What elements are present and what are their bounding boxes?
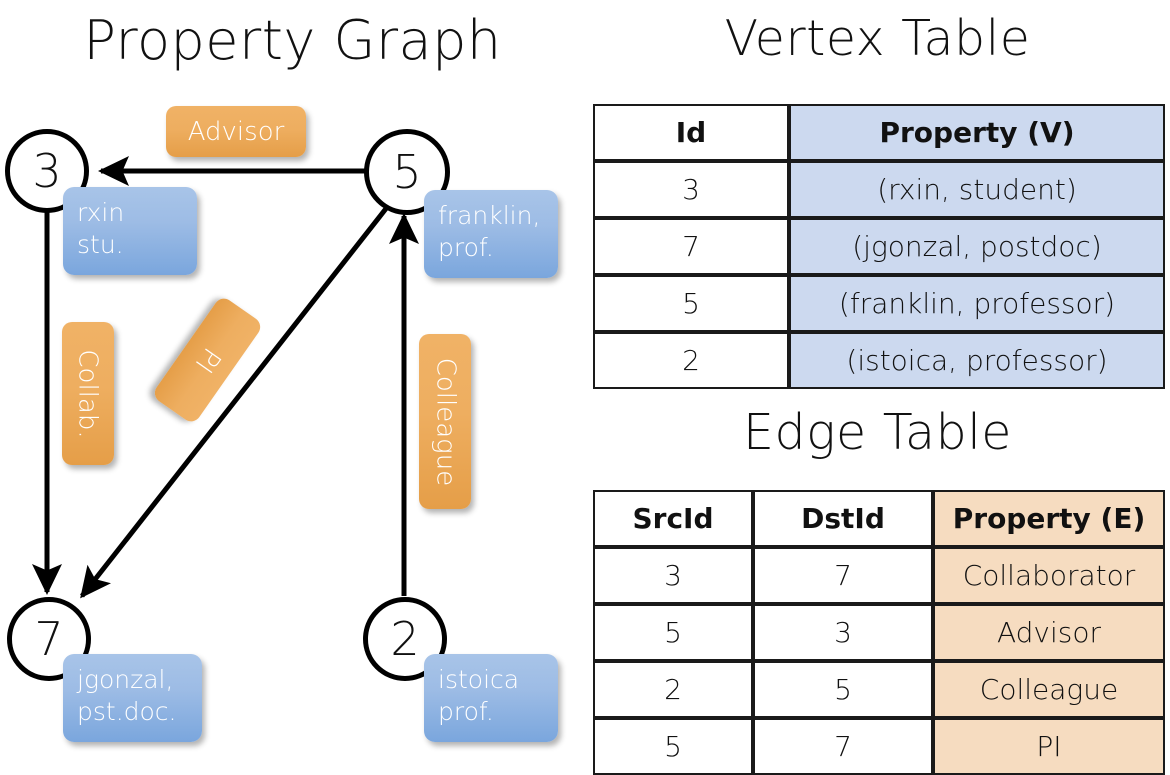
- edge-table-header-srcid: SrcId: [593, 490, 753, 547]
- edge-label-pi-text: PI: [188, 341, 227, 379]
- vertex-row-3-property: (istoica, professor): [789, 332, 1165, 389]
- page-title-property-graph: Property Graph: [83, 9, 502, 72]
- vertex-row-1-id: 7: [593, 218, 789, 275]
- edge-row-1-property: Advisor: [933, 604, 1165, 661]
- vertex-row-2-property: (franklin, professor): [789, 275, 1165, 332]
- graph-edge-arrows: [32, 156, 419, 599]
- edge-row-1-src: 5: [593, 604, 753, 661]
- edge-label-colleague-text: Colleague: [430, 357, 461, 486]
- property-graph-diagram: 3 5 7 2 rxin stu. franklin, prof. jgonza…: [0, 0, 585, 760]
- vertex-row-1-property: (jgonzal, postdoc): [789, 218, 1165, 275]
- edge-row-3-property: PI: [933, 718, 1165, 775]
- edge-row-0-property: Collaborator: [933, 547, 1165, 604]
- edge-label-colleague: Colleague: [419, 334, 471, 509]
- edge-row-0-src: 3: [593, 547, 753, 604]
- edge-row-2-property: Colleague: [933, 661, 1165, 718]
- edge-row-1-dst: 3: [753, 604, 933, 661]
- vertex-row-0-id: 3: [593, 161, 789, 218]
- edge-line-pi: [80, 204, 390, 599]
- edge-row-2-src: 2: [593, 661, 753, 718]
- edge-label-collab-text: Collab.: [73, 348, 103, 439]
- vertex-table-header-id: Id: [593, 104, 789, 161]
- page-title-edge-table: Edge Table: [743, 404, 1012, 461]
- table-row[interactable]: 5 (franklin, professor): [593, 275, 1165, 332]
- edge-table-header-dstid: DstId: [753, 490, 933, 547]
- page-title-vertex-table: Vertex Table: [724, 10, 1031, 67]
- graph-vertex-2-id: 2: [390, 612, 420, 666]
- graph-vertex-2[interactable]: 2: [363, 597, 447, 681]
- edge-row-3-dst: 7: [753, 718, 933, 775]
- vertex-row-3-id: 2: [593, 332, 789, 389]
- graph-vertex-5-id: 5: [392, 145, 422, 199]
- vertex-row-2-id: 5: [593, 275, 789, 332]
- vertex-property-box-franklin: franklin, prof.: [424, 190, 558, 278]
- edge-table: SrcId DstId Property (E) 3 7 Collaborato…: [593, 490, 1165, 775]
- edge-table-header-row: SrcId DstId Property (E): [593, 490, 1165, 547]
- vertex-property-box-rxin: rxin stu.: [63, 187, 197, 275]
- edge-label-collab: Collab.: [62, 322, 114, 465]
- table-row[interactable]: 2 5 Colleague: [593, 661, 1165, 718]
- edge-row-3-src: 5: [593, 718, 753, 775]
- vertex-property-box-istoica: istoica prof.: [424, 654, 558, 742]
- edge-label-advisor: Advisor: [166, 106, 306, 157]
- vertex-table: Id Property (V) 3 (rxin, student) 7 (jgo…: [593, 104, 1165, 389]
- graph-vertex-3-id: 3: [32, 144, 62, 198]
- vertex-table-header-row: Id Property (V): [593, 104, 1165, 161]
- table-row[interactable]: 3 7 Collaborator: [593, 547, 1165, 604]
- table-row[interactable]: 2 (istoica, professor): [593, 332, 1165, 389]
- vertex-property-box-jgonzal: jgonzal, pst.doc.: [63, 654, 202, 742]
- vertex-row-0-property: (rxin, student): [789, 161, 1165, 218]
- edge-label-advisor-text: Advisor: [187, 116, 285, 147]
- table-row[interactable]: 3 (rxin, student): [593, 161, 1165, 218]
- graph-vertex-5[interactable]: 5: [364, 129, 450, 215]
- graph-vertex-7-id: 7: [34, 612, 64, 666]
- edge-row-2-dst: 5: [753, 661, 933, 718]
- edge-table-header-property: Property (E): [933, 490, 1165, 547]
- edge-row-0-dst: 7: [753, 547, 933, 604]
- table-row[interactable]: 5 7 PI: [593, 718, 1165, 775]
- table-row[interactable]: 7 (jgonzal, postdoc): [593, 218, 1165, 275]
- table-row[interactable]: 5 3 Advisor: [593, 604, 1165, 661]
- vertex-table-header-property: Property (V): [789, 104, 1165, 161]
